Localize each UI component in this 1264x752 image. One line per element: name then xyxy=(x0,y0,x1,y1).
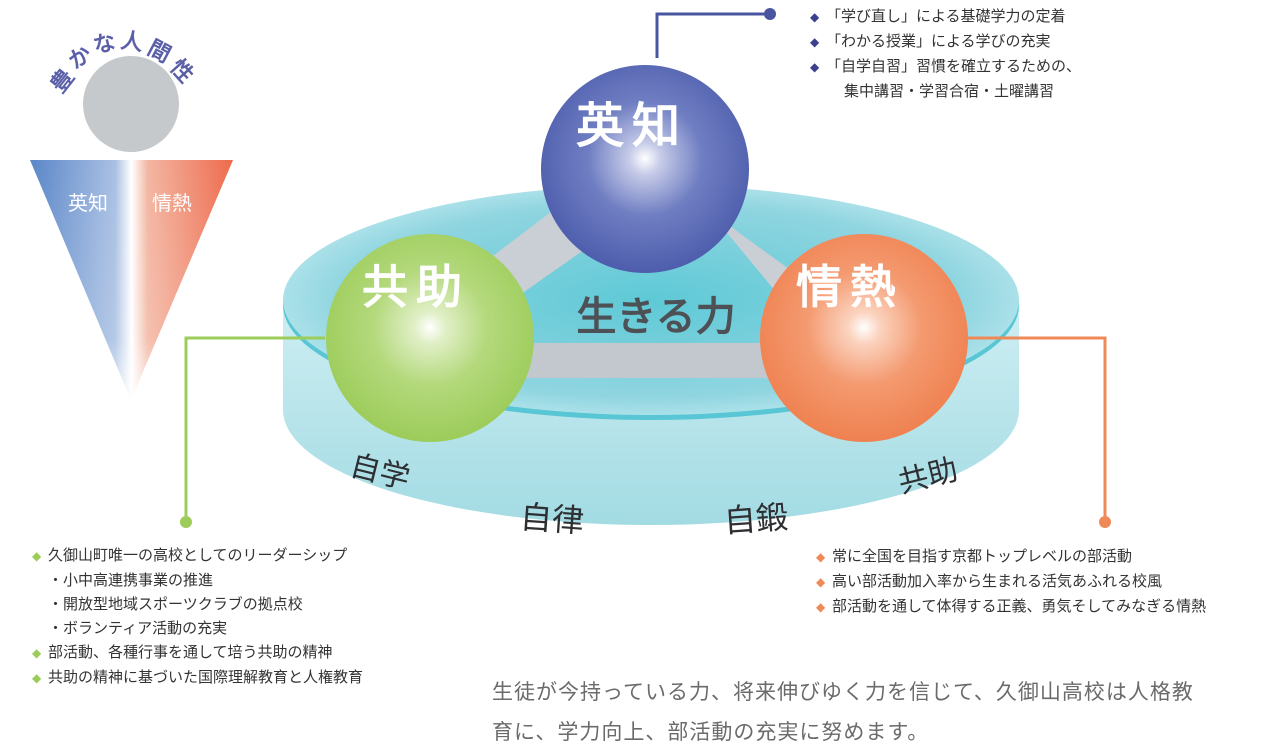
leader-line-eichi xyxy=(655,12,770,58)
leader-dot-eichi xyxy=(764,8,776,20)
sphere-eichi-label: 英知 xyxy=(576,98,688,154)
rim-label-jiritsu: 自律 xyxy=(519,498,586,540)
sphere-eichi xyxy=(541,65,749,273)
bullet-icon: ◆ xyxy=(810,60,820,74)
list-item: ◆部活動を通して体得する正義、勇気そしてみなぎる情熱 xyxy=(816,594,1206,619)
jonetsu-list: ◆常に全国を目指す京都トップレベルの部活動 ◆高い部活動加入率から生まれる活気あ… xyxy=(816,544,1206,619)
sphere-kyojo xyxy=(326,234,534,442)
eichi-list: ◆「学び直し」による基礎学力の定着 ◆「わかる授業」による学びの充実 ◆「自学自… xyxy=(810,4,1081,103)
list-item: ◆部活動、各種行事を通して培う共助の精神 xyxy=(32,640,363,665)
bullet-icon: ◆ xyxy=(32,549,42,563)
bottom-statement: 生徒が今持っている力、将来伸びゆく力を信じて、久御山高校は人格教 育に、学力向上… xyxy=(492,672,1212,752)
ningensei-head xyxy=(83,56,179,152)
statement-line: 生徒が今持っている力、将来伸びゆく力を信じて、久御山高校は人格教 xyxy=(492,680,1194,704)
list-item: ◆「自学自習」習慣を確立するための、 xyxy=(810,54,1081,79)
leader-line-kyojo xyxy=(184,336,325,522)
list-item: ◆「学び直し」による基礎学力の定着 xyxy=(810,4,1081,29)
sphere-kyojo-label: 共助 xyxy=(362,260,470,314)
list-item: ・開放型地域スポーツクラブの拠点校 xyxy=(48,595,303,613)
leader-dot-kyojo xyxy=(180,516,192,528)
bullet-icon: ◆ xyxy=(32,671,42,685)
list-item: ・小中高連携事業の推進 xyxy=(48,571,214,589)
rim-label-jitan: 自鍛 xyxy=(723,498,790,540)
leader-line-jonetsu xyxy=(968,336,1107,522)
bullet-icon: ◆ xyxy=(816,600,826,614)
list-item: ・ボランティア活動の充実 xyxy=(48,619,228,637)
bullet-icon: ◆ xyxy=(816,550,826,564)
bullet-icon: ◆ xyxy=(810,35,820,49)
list-item: ◆常に全国を目指す京都トップレベルの部活動 xyxy=(816,544,1206,569)
ningensei-left-label: 英知 xyxy=(68,191,108,215)
list-item: ◆高い部活動加入率から生まれる活気あふれる校風 xyxy=(816,569,1206,594)
ningensei-right-label: 情熱 xyxy=(152,191,192,215)
bullet-icon: ◆ xyxy=(816,575,826,589)
leader-dot-jonetsu xyxy=(1099,516,1111,528)
title-char: 人 xyxy=(119,28,145,57)
list-item: ◆「わかる授業」による学びの充実 xyxy=(810,29,1081,54)
list-item: ◆久御山町唯一の高校としてのリーダーシップ xyxy=(32,543,363,568)
sphere-jonetsu xyxy=(760,234,968,442)
bullet-icon: ◆ xyxy=(32,646,42,660)
list-item: ◆共助の精神に基づいた国際理解教育と人権教育 xyxy=(32,665,363,690)
list-item: 集中講習・学習合宿・土曜講習 xyxy=(844,82,1055,100)
kyojo-list: ◆久御山町唯一の高校としてのリーダーシップ ・小中高連携事業の推進 ・開放型地域… xyxy=(32,543,363,690)
sphere-jonetsu-label: 情熱 xyxy=(796,260,904,314)
bullet-icon: ◆ xyxy=(810,10,820,24)
ningensei-cone-fade xyxy=(30,160,233,400)
statement-line: 育に、学力向上、部活動の充実に努めます。 xyxy=(492,720,930,744)
center-label: 生きる力 xyxy=(576,294,735,340)
